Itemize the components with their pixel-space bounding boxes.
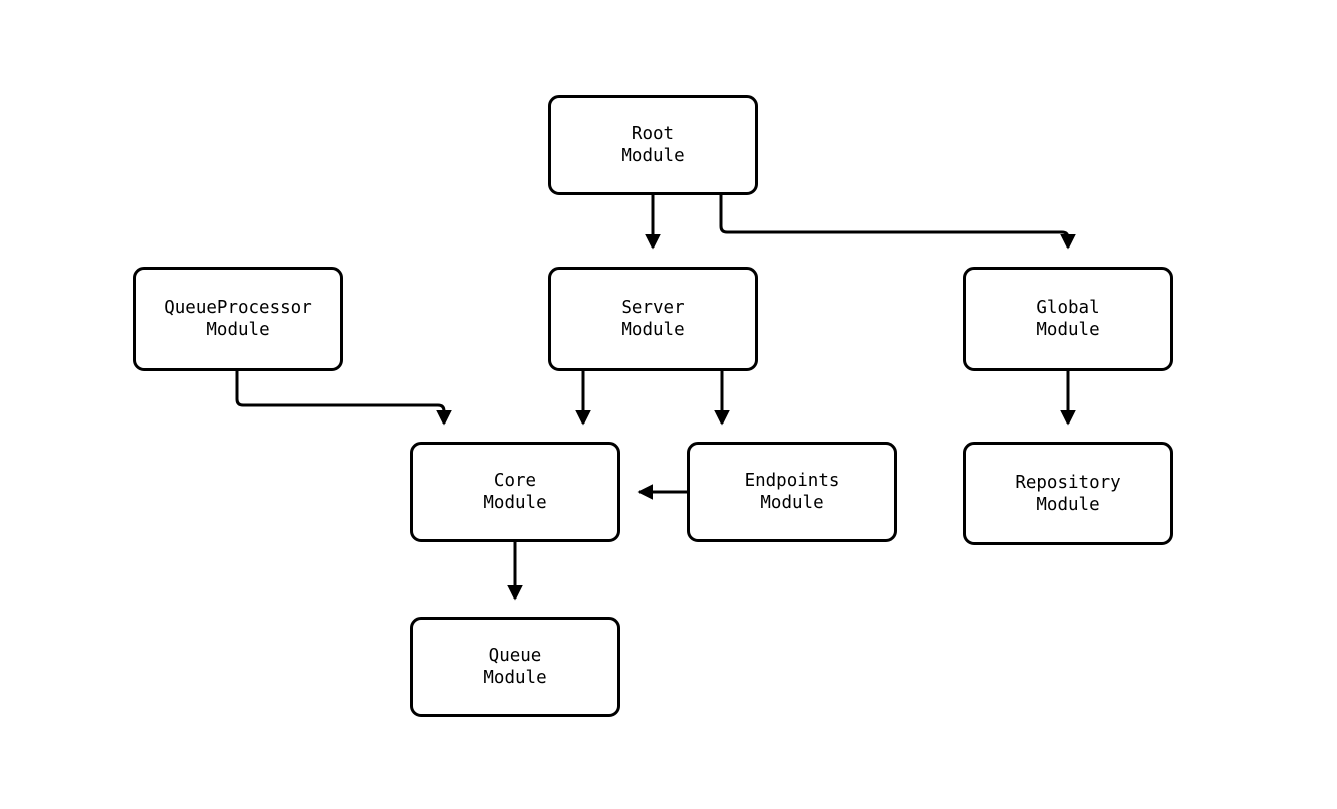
queue-module-label-line1: Queue xyxy=(488,646,542,666)
core-module-node[interactable]: Core Module xyxy=(410,442,620,542)
server-module-label-line1: Server xyxy=(621,298,685,318)
server-module-label-line2: Module xyxy=(621,320,685,340)
queue-module-label-line2: Module xyxy=(483,668,547,688)
root-module-node[interactable]: Root Module xyxy=(548,95,758,195)
queue-module-node[interactable]: Queue Module xyxy=(410,617,620,717)
root-module-label-line2: Module xyxy=(621,146,685,166)
queueprocessor-module-label-line1: QueueProcessor xyxy=(164,298,312,318)
endpoints-module-label-line1: Endpoints xyxy=(744,471,840,491)
edge-queueprocessor-to-core xyxy=(235,371,452,426)
repository-module-label-line1: Repository xyxy=(1015,472,1121,493)
edge-root-to-global xyxy=(719,195,1076,250)
endpoints-module-label-line2: Module xyxy=(760,493,824,513)
global-module-node[interactable]: Global Module xyxy=(963,267,1173,371)
queueprocessor-module-node[interactable]: QueueProcessor Module xyxy=(133,267,343,371)
core-module-label-line2: Module xyxy=(483,493,547,513)
global-module-label-line1: Global xyxy=(1036,298,1100,318)
endpoints-module-node[interactable]: Endpoints Module xyxy=(687,442,897,542)
core-module-label-line1: Core xyxy=(493,471,537,491)
server-module-node[interactable]: Server Module xyxy=(548,267,758,371)
repository-module-node[interactable]: Repository Module xyxy=(963,442,1173,545)
global-module-label-line2: Module xyxy=(1036,320,1100,340)
queueprocessor-module-label-line2: Module xyxy=(206,320,270,340)
repository-module-label-line2: Module xyxy=(1036,494,1100,515)
root-module-label-line1: Root xyxy=(631,124,675,144)
